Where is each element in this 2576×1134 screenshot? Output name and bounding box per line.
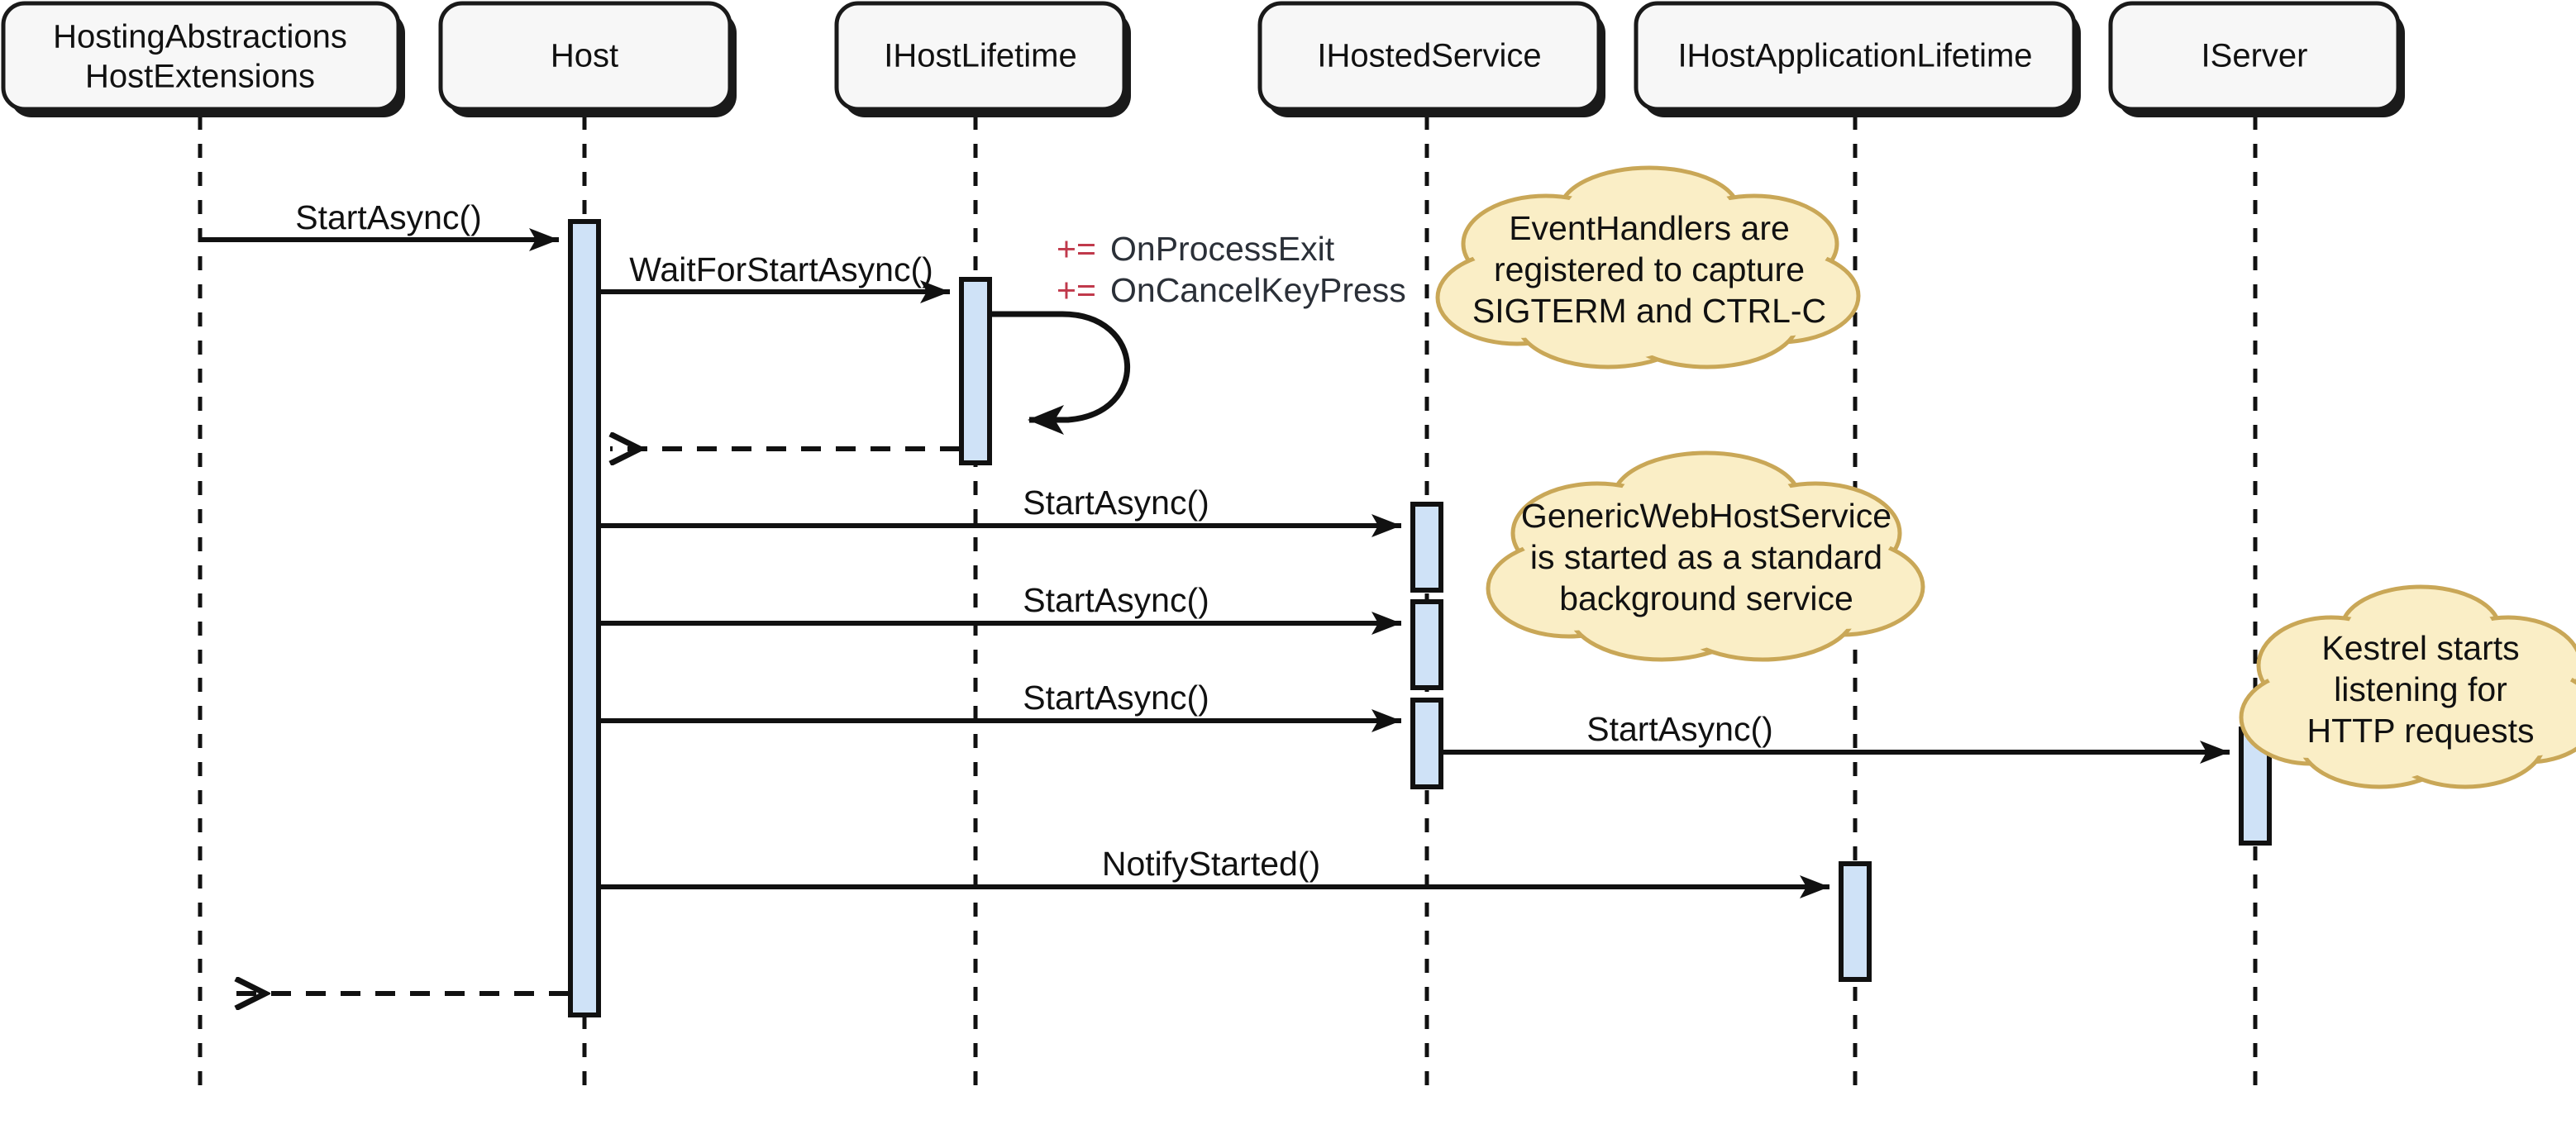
- activation-hosted-1: [1410, 502, 1443, 593]
- activation-hosted-3: [1410, 698, 1443, 789]
- note-eventhandlers: EventHandlers are registered to capture …: [1435, 165, 1861, 369]
- event-handler-name: OnProcessExit: [1110, 230, 1335, 268]
- participant-headers: HostingAbstractions HostExtensions Host …: [1, 1, 2405, 117]
- message-label: WaitForStartAsync(): [629, 250, 933, 288]
- message-start-async-hosted-2[interactable]: StartAsync(): [599, 581, 1401, 635]
- participant-label-hostext-line2: HostExtensions: [85, 59, 315, 95]
- participant-hosted[interactable]: IHostedService: [1257, 1, 1605, 117]
- message-label: NotifyStarted(): [1102, 845, 1320, 883]
- messages: StartAsync() WaitForStartAsync() StartAs…: [200, 198, 2230, 993]
- message-start-async-host[interactable]: StartAsync(): [200, 198, 559, 251]
- note-line: GenericWebHostService: [1521, 497, 1891, 535]
- note-clouds: EventHandlers are registered to capture …: [1435, 165, 2576, 789]
- message-notify-started[interactable]: NotifyStarted(): [599, 845, 1829, 898]
- participant-lifetime[interactable]: IHostLifetime: [834, 1, 1131, 117]
- note-line: is started as a standard: [1530, 538, 1882, 576]
- note-line: background service: [1559, 579, 1853, 617]
- note-line: listening for: [2334, 670, 2507, 708]
- message-label: StartAsync(): [295, 198, 482, 236]
- event-handler-operator: +=: [1057, 230, 1096, 268]
- note-genericwebhost: GenericWebHostService is started as a st…: [1486, 450, 1925, 662]
- participant-label-iserver: IServer: [2202, 38, 2308, 74]
- note-kestrel: Kestrel starts listening for HTTP reques…: [2239, 584, 2576, 789]
- participant-label-host: Host: [551, 38, 618, 74]
- participant-applife[interactable]: IHostApplicationLifetime: [1634, 1, 2081, 117]
- participant-iserver[interactable]: IServer: [2108, 1, 2405, 117]
- cloud-shape: [1435, 165, 1861, 369]
- message-start-async-hosted-1[interactable]: StartAsync(): [599, 484, 1401, 537]
- event-handler-name: OnCancelKeyPress: [1110, 271, 1406, 309]
- note-line: EventHandlers are: [1509, 209, 1790, 247]
- event-handler-on-process-exit: += OnProcessExit: [1057, 230, 1335, 268]
- activation-host: [568, 219, 601, 1017]
- message-label: StartAsync(): [1023, 484, 1209, 522]
- note-line: registered to capture: [1494, 250, 1805, 288]
- participant-label-applife: IHostApplicationLifetime: [1677, 38, 2032, 74]
- cloud-shape: [2239, 584, 2576, 789]
- cloud-shape: [1486, 450, 1925, 662]
- message-start-async-iserver[interactable]: StartAsync(): [1441, 710, 2230, 764]
- message-label: StartAsync(): [1023, 679, 1209, 717]
- message-label: StartAsync(): [1586, 710, 1773, 748]
- message-wait-for-start-async[interactable]: WaitForStartAsync(): [599, 250, 950, 303]
- message-start-async-hosted-3[interactable]: StartAsync(): [599, 679, 1401, 732]
- event-handler-on-cancel-key-press: += OnCancelKeyPress: [1057, 271, 1406, 309]
- participant-label-lifetime: IHostLifetime: [884, 38, 1076, 74]
- participant-label-hostext-line1: HostingAbstractions: [53, 19, 347, 55]
- message-label: StartAsync(): [1023, 581, 1209, 619]
- activation-lifetime: [959, 277, 992, 465]
- note-line: HTTP requests: [2307, 712, 2535, 750]
- message-self-loop-lifetime[interactable]: [991, 311, 1130, 435]
- event-handler-operator: +=: [1057, 271, 1096, 309]
- participant-host[interactable]: Host: [438, 1, 737, 117]
- note-line: SIGTERM and CTRL-C: [1472, 292, 1826, 330]
- activation-bars: [568, 219, 2272, 1017]
- participant-hostext[interactable]: HostingAbstractions HostExtensions: [1, 1, 405, 117]
- note-line: Kestrel starts: [2321, 629, 2519, 667]
- event-handler-annotations: += OnProcessExit += OnCancelKeyPress: [1057, 230, 1406, 309]
- participant-label-hosted: IHostedService: [1317, 38, 1541, 74]
- activation-applife: [1839, 861, 1872, 982]
- message-self-path: [991, 311, 1130, 435]
- activation-hosted-2: [1410, 599, 1443, 690]
